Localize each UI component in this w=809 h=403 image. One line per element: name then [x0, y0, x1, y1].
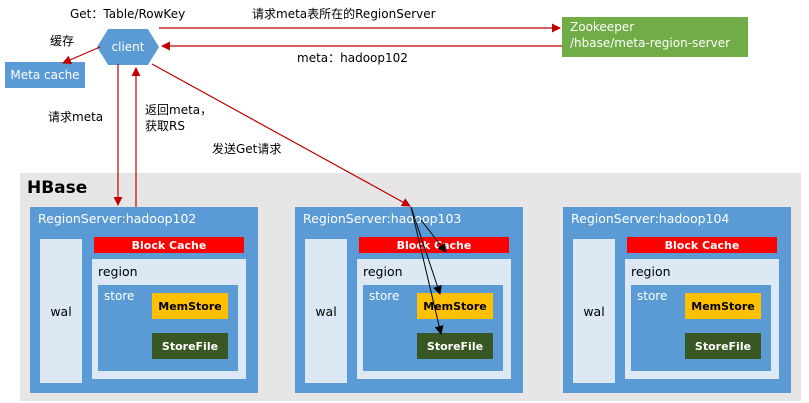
wal-box: wal — [305, 239, 347, 383]
memstore-box: MemStore — [685, 293, 761, 319]
request-meta-label: 请求meta — [48, 110, 104, 124]
store-box: store MemStore StoreFile — [98, 285, 238, 371]
meta-cache-node: Meta cache — [5, 62, 85, 88]
wal-box: wal — [573, 239, 615, 383]
arrow-client-to-meta-cache — [62, 46, 101, 64]
regionserver-name: RegionServer:hadoop104 — [571, 211, 730, 226]
region-label: region — [363, 264, 403, 279]
return-meta-label-2: 获取RS — [145, 119, 185, 133]
store-label: store — [637, 289, 668, 303]
hbase-title: HBase — [27, 178, 88, 198]
request-meta-rs-label: 请求meta表所在的RegionServer — [252, 7, 436, 21]
storefile-box: StoreFile — [152, 333, 228, 359]
block-cache: Block Cache — [359, 237, 509, 253]
store-label: store — [104, 289, 135, 303]
region-label: region — [631, 264, 671, 279]
region-label: region — [98, 264, 138, 279]
storefile-box: StoreFile — [685, 333, 761, 359]
memstore-box: MemStore — [417, 293, 493, 319]
store-label: store — [369, 289, 400, 303]
cache-label: 缓存 — [50, 34, 75, 48]
region-box: region store MemStore StoreFile — [92, 259, 246, 379]
return-meta-label-1: 返回meta， — [145, 103, 213, 117]
memstore-box: MemStore — [152, 293, 228, 319]
region-box: region store MemStore StoreFile — [625, 259, 779, 379]
block-cache: Block Cache — [627, 237, 777, 253]
send-get-label: 发送Get请求 — [212, 142, 282, 156]
block-cache: Block Cache — [94, 237, 244, 253]
zookeeper-title: Zookeeper — [570, 20, 635, 34]
store-box: store MemStore StoreFile — [363, 285, 503, 371]
regionserver-hadoop103: RegionServer:hadoop103 wal Block Cache r… — [295, 207, 523, 393]
get-key-label: Get：Table/RowKey — [70, 7, 186, 21]
regionserver-name: RegionServer:hadoop102 — [38, 211, 197, 226]
regionserver-hadoop104: RegionServer:hadoop104 wal Block Cache r… — [563, 207, 791, 393]
meta-reply-label: meta：hadoop102 — [297, 51, 408, 65]
wal-box: wal — [40, 239, 82, 383]
storefile-box: StoreFile — [417, 333, 493, 359]
region-box: region store MemStore StoreFile — [357, 259, 511, 379]
client-node: client — [97, 29, 159, 65]
regionserver-hadoop102: RegionServer:hadoop102 wal Block Cache r… — [30, 207, 258, 393]
store-box: store MemStore StoreFile — [631, 285, 771, 371]
regionserver-name: RegionServer:hadoop103 — [303, 211, 462, 226]
zookeeper-path: /hbase/meta-region-server — [570, 35, 731, 50]
zookeeper-node: Zookeeper /hbase/meta-region-server — [562, 17, 748, 57]
